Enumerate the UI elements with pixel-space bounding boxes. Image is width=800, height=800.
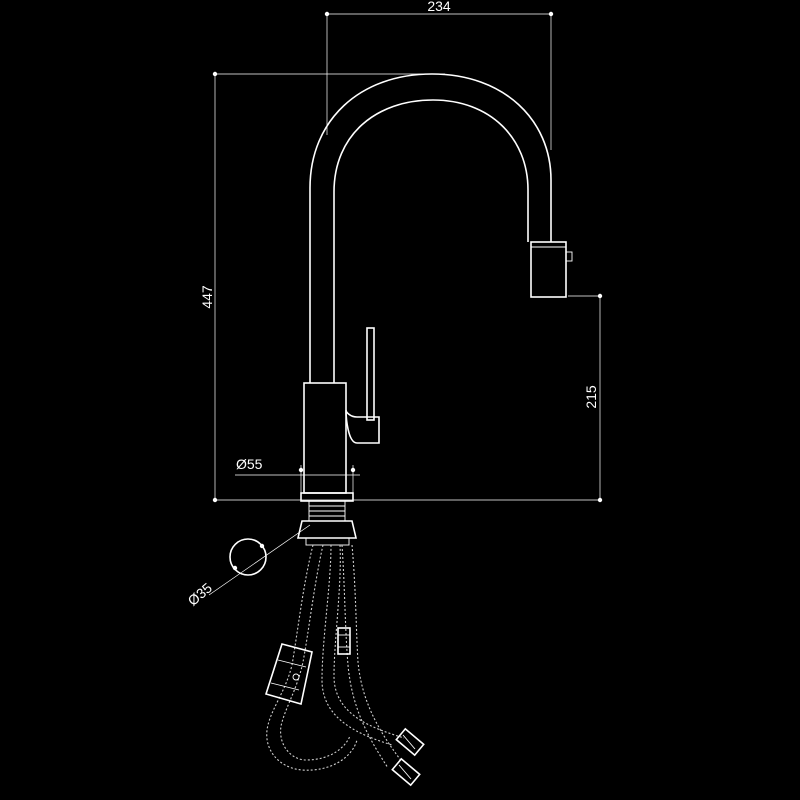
spray-head bbox=[530, 241, 573, 298]
hose-weight bbox=[264, 643, 313, 706]
dimension-hole-diameter: Ø35 bbox=[185, 524, 311, 609]
lever-handle bbox=[345, 327, 380, 444]
dimension-total-height: 447 bbox=[199, 71, 600, 503]
dimension-outlet-height: 215 bbox=[568, 293, 603, 503]
dimension-spout-reach: 234 bbox=[324, 0, 554, 150]
supply-connectors bbox=[337, 627, 425, 787]
spout-reach-label: 234 bbox=[427, 0, 451, 14]
total-height-label: 447 bbox=[199, 285, 215, 309]
hole-diameter-label: Ø35 bbox=[185, 579, 216, 608]
mounting-base bbox=[296, 492, 358, 546]
outlet-height-label: 215 bbox=[583, 385, 599, 409]
dimension-body-diameter: Ø55 bbox=[235, 456, 360, 500]
faucet-spout bbox=[309, 73, 552, 383]
body-diameter-label: Ø55 bbox=[236, 456, 263, 472]
supply-hoses bbox=[266, 544, 405, 771]
faucet-body bbox=[303, 382, 353, 494]
